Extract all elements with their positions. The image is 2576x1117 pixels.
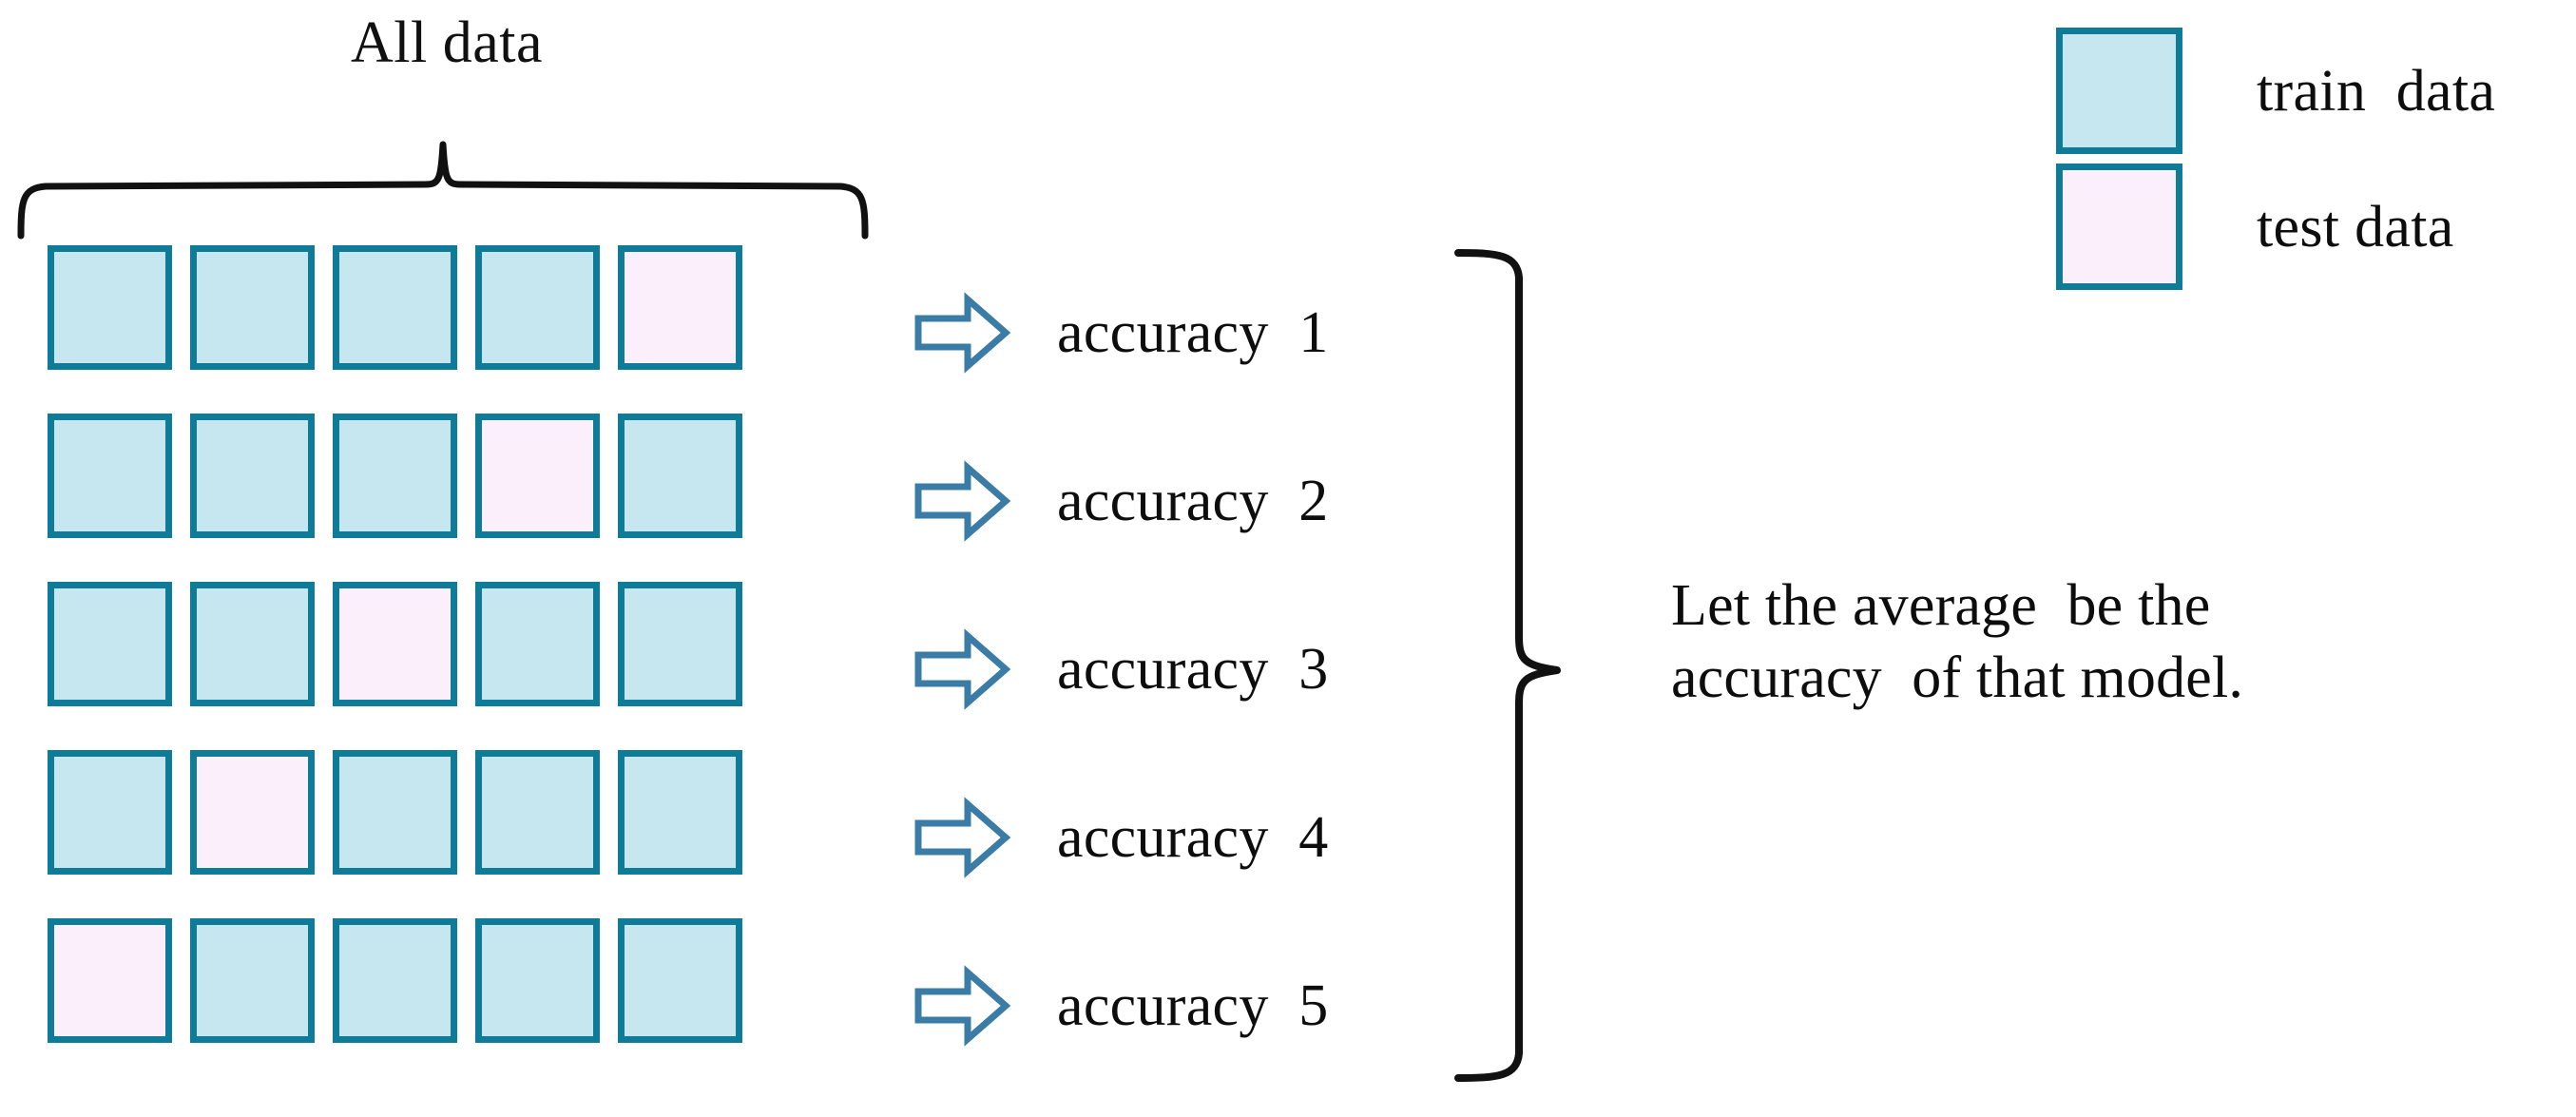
grid-cell-r1c5 (618, 245, 742, 370)
grid-cell-r3c4 (475, 582, 600, 706)
accuracy-row-5: accuracy 5 (913, 958, 1329, 1053)
grid-cell-r1c1 (48, 245, 172, 370)
accuracy-row-2: accuracy 2 (913, 453, 1329, 549)
right-block-arrow-icon (914, 628, 1011, 710)
grid-cell-r3c1 (48, 582, 172, 706)
conclusion-line-2: accuracy of that model. (1671, 645, 2244, 710)
grid-cell-r1c3 (333, 245, 457, 370)
legend-item-test-data: test data (2056, 159, 2495, 295)
accuracy-row-3: accuracy 3 (913, 622, 1329, 717)
grid-cell-r4c4 (475, 750, 600, 875)
right-block-arrow-icon (914, 292, 1011, 374)
data-fold-grid (48, 245, 760, 1087)
grid-cell-r1c2 (190, 245, 315, 370)
accuracy-label-3: accuracy 3 (1057, 637, 1329, 702)
grid-cell-r1c4 (475, 245, 600, 370)
grid-cell-r2c3 (333, 414, 457, 538)
right-block-arrow-icon (914, 460, 1011, 542)
right-block-arrow-icon (914, 965, 1011, 1047)
legend-item-train-data: train data (2056, 23, 2495, 159)
legend-label-test: test data (2257, 194, 2454, 260)
grid-cell-r4c5 (618, 750, 742, 875)
grid-cell-r2c2 (190, 414, 315, 538)
grid-cell-r4c1 (48, 750, 172, 875)
grid-cell-r5c1 (48, 918, 172, 1043)
grid-cell-r5c3 (333, 918, 457, 1043)
conclusion-line-1: Let the average be the (1671, 573, 2211, 638)
conclusion-text: Let the average be the accuracy of that … (1671, 570, 2489, 714)
accuracy-label-5: accuracy 5 (1057, 973, 1329, 1038)
accuracy-row-1: accuracy 1 (913, 285, 1329, 380)
grid-cell-r5c2 (190, 918, 315, 1043)
accuracy-group-brace-icon (1454, 249, 1561, 1082)
accuracy-row-4: accuracy 4 (913, 790, 1329, 885)
grid-cell-r2c4 (475, 414, 600, 538)
legend-label-train: train data (2257, 58, 2496, 124)
all-data-brace-icon (17, 141, 869, 240)
grid-cell-r5c5 (618, 918, 742, 1043)
accuracy-label-1: accuracy 1 (1057, 300, 1329, 365)
grid-cell-r3c5 (618, 582, 742, 706)
grid-cell-r4c2 (190, 750, 315, 875)
grid-cell-r2c5 (618, 414, 742, 538)
right-block-arrow-icon (914, 797, 1011, 878)
legend-swatch-test-icon (2056, 164, 2182, 290)
all-data-label: All data (351, 10, 543, 75)
grid-cell-r3c2 (190, 582, 315, 706)
legend: train data test data (2056, 23, 2495, 295)
legend-swatch-train-icon (2056, 28, 2182, 154)
accuracy-label-4: accuracy 4 (1057, 805, 1329, 870)
accuracy-label-2: accuracy 2 (1057, 469, 1329, 533)
grid-cell-r4c3 (333, 750, 457, 875)
grid-cell-r5c4 (475, 918, 600, 1043)
grid-cell-r2c1 (48, 414, 172, 538)
grid-cell-r3c3 (333, 582, 457, 706)
